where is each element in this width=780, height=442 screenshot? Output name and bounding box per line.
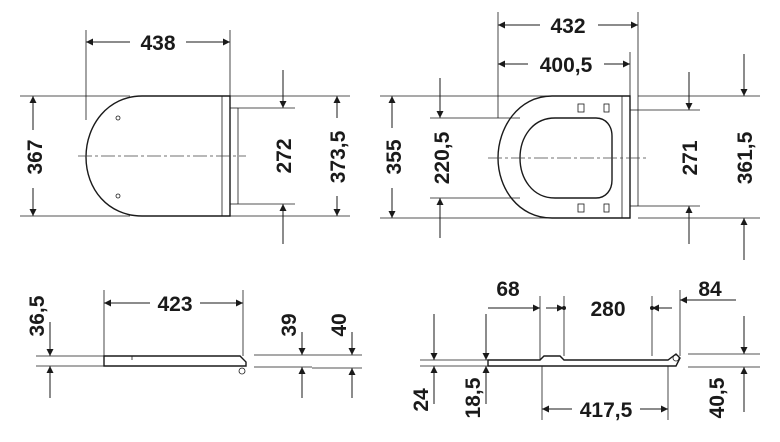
dim-bottom-left-rear-height-b: 40 bbox=[328, 313, 351, 336]
dim-bottom-right-fixing-distance: 280 bbox=[590, 298, 625, 321]
dim-top-left-depth: 367 bbox=[24, 139, 47, 174]
dim-bottom-left-length: 423 bbox=[157, 293, 192, 316]
dim-bottom-right-height-b: 18,5 bbox=[462, 377, 485, 418]
dim-bottom-right-offset-front: 68 bbox=[496, 278, 520, 301]
dim-top-right-opening: 220,5 bbox=[431, 131, 454, 184]
dim-top-right-hinge-outer: 361,5 bbox=[734, 131, 757, 184]
dim-top-right-inner-width: 400,5 bbox=[540, 54, 593, 77]
bottom-left-view: 423 36,5 39 40 bbox=[26, 290, 362, 398]
dim-top-right-width: 432 bbox=[550, 15, 585, 38]
dim-bottom-right-length: 417,5 bbox=[580, 399, 633, 422]
dim-bottom-right-offset-rear: 84 bbox=[698, 278, 722, 301]
seat-side-view-detail bbox=[487, 353, 681, 367]
bottom-right-view: 68 280 84 24 18,5 417,5 40,5 bbox=[410, 278, 760, 422]
dim-bottom-left-front-height: 36,5 bbox=[26, 295, 49, 336]
dim-top-left-width: 438 bbox=[140, 32, 175, 55]
dim-bottom-right-height-c: 40,5 bbox=[706, 377, 729, 418]
dim-top-left-hinge-inner: 272 bbox=[273, 138, 296, 173]
dim-top-right-depth: 355 bbox=[383, 139, 406, 174]
dim-top-right-hinge-inner: 271 bbox=[679, 140, 702, 175]
seat-side-view bbox=[103, 355, 247, 367]
dim-top-left-hinge-outer: 373,5 bbox=[327, 130, 350, 183]
top-left-view: 438 367 272 373,5 bbox=[20, 30, 350, 244]
top-right-view: 432 400,5 355 220,5 271 361,5 bbox=[380, 12, 760, 260]
dim-bottom-right-height-a: 24 bbox=[410, 388, 433, 412]
dim-bottom-left-rear-height-a: 39 bbox=[278, 313, 301, 336]
